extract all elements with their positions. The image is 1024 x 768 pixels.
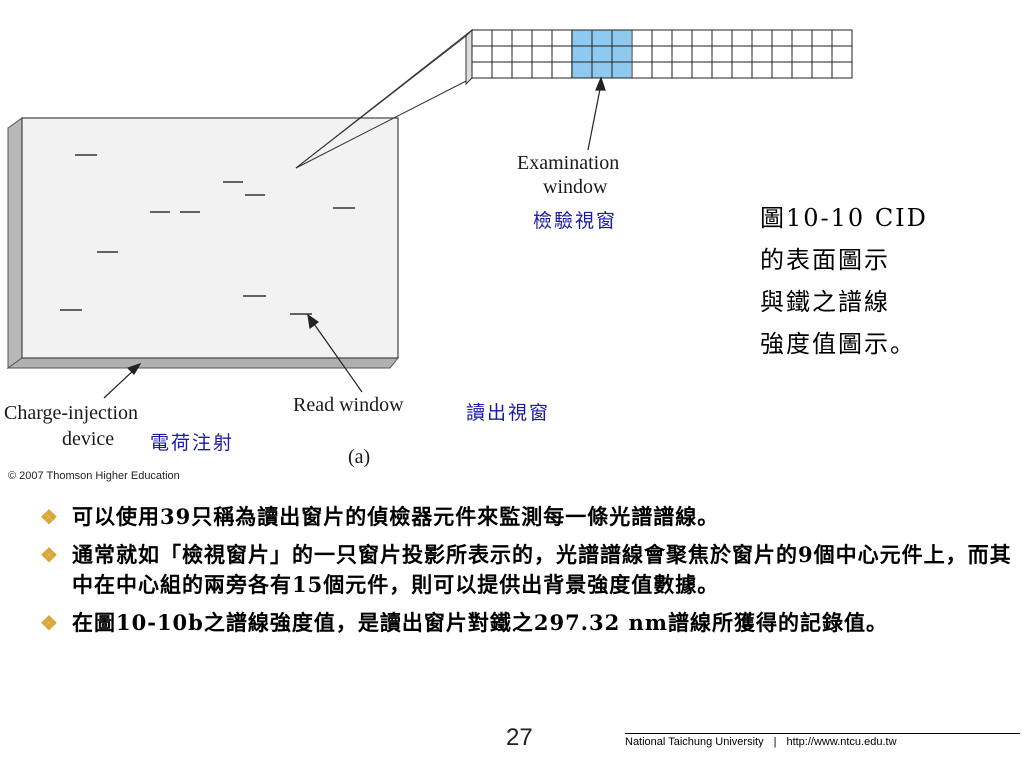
panel-label: (a) [348,446,371,468]
examination-window-label-zh: 檢驗視窗 [533,210,618,232]
footer-separator: | [773,736,777,748]
examination-arrow [587,76,606,151]
figure-caption-line4: 強度值圖示。 [760,330,916,358]
diamond-bullet-icon: ❖ [40,611,59,635]
footer-university: National Taichung University [625,736,764,748]
cid-label-zh: 電荷注射 [150,432,235,454]
projection-lines [295,29,473,169]
footer-url[interactable]: http://www.ntcu.edu.tw [786,736,897,748]
grid-outline [471,29,853,79]
bullet-text: 通常就如「檢視窗片」的一只窗片投影所表示的，光譜譜線會聚焦於窗片的9個中心元件上… [72,542,1012,597]
examination-window-label: Examination [517,152,620,174]
bullet-list: ❖ 可以使用39只稱為讀出窗片的偵檢器元件來監測每一條光譜譜線。 ❖ 通常就如「… [40,502,1015,646]
footer: National Taichung University | http://www.… [625,733,1020,748]
examination-window-grid [471,29,853,79]
cid-label: Charge-injection [4,402,139,424]
page-number: 27 [506,724,533,751]
cid-plate-side [7,117,23,369]
examination-window-highlight [571,30,631,78]
bullet-item: ❖ 通常就如「檢視窗片」的一只窗片投影所表示的，光譜譜線會聚焦於窗片的9個中心元… [40,540,1015,600]
read-window-marks [60,154,355,315]
copyright-notice: © 2007 Thomson Higher Education [8,470,180,482]
cid-diagram [6,28,853,399]
cid-label-line2: device [62,428,115,450]
read-window-arrow [307,313,363,393]
bullet-text: 在圖10-10b之譜線強度值，是讀出窗片對鐵之297.32 nm譜線所獲得的記錄… [72,610,889,635]
examination-window-depth [465,28,473,86]
bullet-item: ❖ 可以使用39只稱為讀出窗片的偵檢器元件來監測每一條光譜譜線。 [40,502,1015,532]
read-window-label: Read window [293,394,404,416]
cid-plate-face [21,117,399,359]
diamond-bullet-icon: ❖ [40,543,59,567]
figure-caption-line3: 與鐵之譜線 [760,288,890,316]
bullet-text: 可以使用39只稱為讀出窗片的偵檢器元件來監測每一條光譜譜線。 [72,504,720,529]
cid-arrow [103,362,142,399]
read-window-label-zh: 讀出視窗 [466,402,551,424]
bullet-item: ❖ 在圖10-10b之譜線強度值，是讀出窗片對鐵之297.32 nm譜線所獲得的… [40,608,1015,638]
diamond-bullet-icon: ❖ [40,505,59,529]
examination-window-label-line2: window [543,176,608,198]
figure-caption-line1: 圖10-10 CID [760,204,928,232]
figure-caption-line2: 的表面圖示 [760,246,890,274]
